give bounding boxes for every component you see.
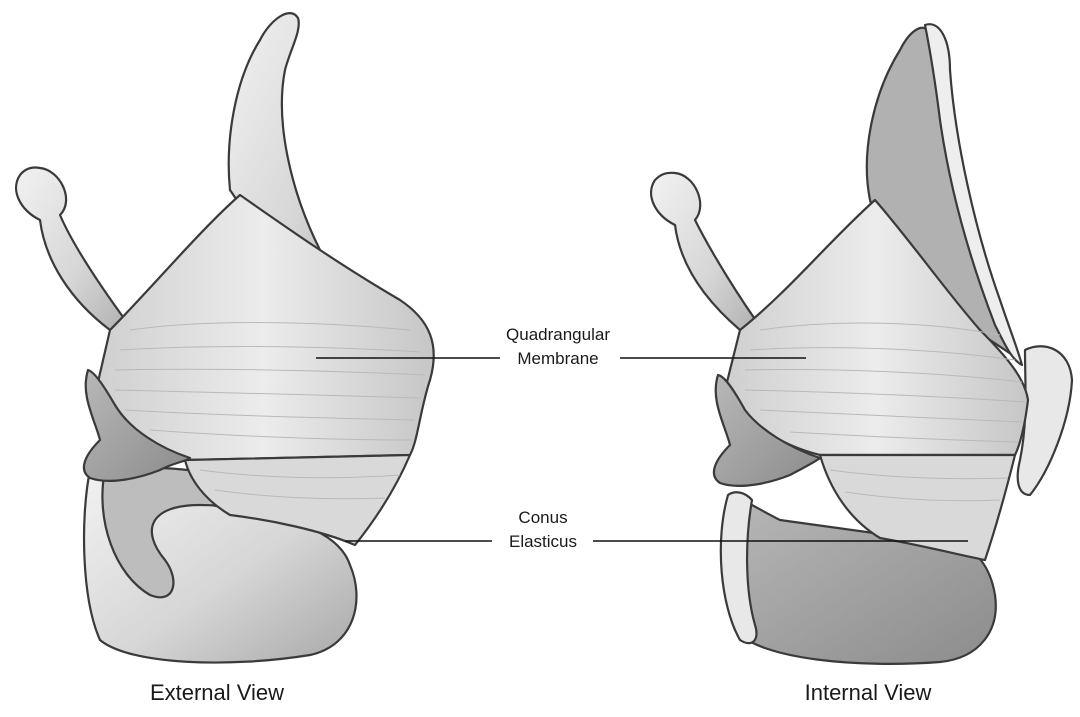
cuneiform-process xyxy=(16,167,140,340)
caption-external-view: External View xyxy=(150,680,284,705)
label-conus-line1: Conus xyxy=(518,508,567,527)
internal-view-illustration xyxy=(651,24,1072,664)
caption-internal-view: Internal View xyxy=(805,680,932,705)
label-quadrangular-line1: Quadrangular xyxy=(506,325,610,344)
external-view-illustration xyxy=(16,13,434,662)
label-quadrangular-line2: Membrane xyxy=(517,349,598,368)
label-conus-line2: Elasticus xyxy=(509,532,577,551)
cuneiform-process-internal xyxy=(651,173,770,340)
